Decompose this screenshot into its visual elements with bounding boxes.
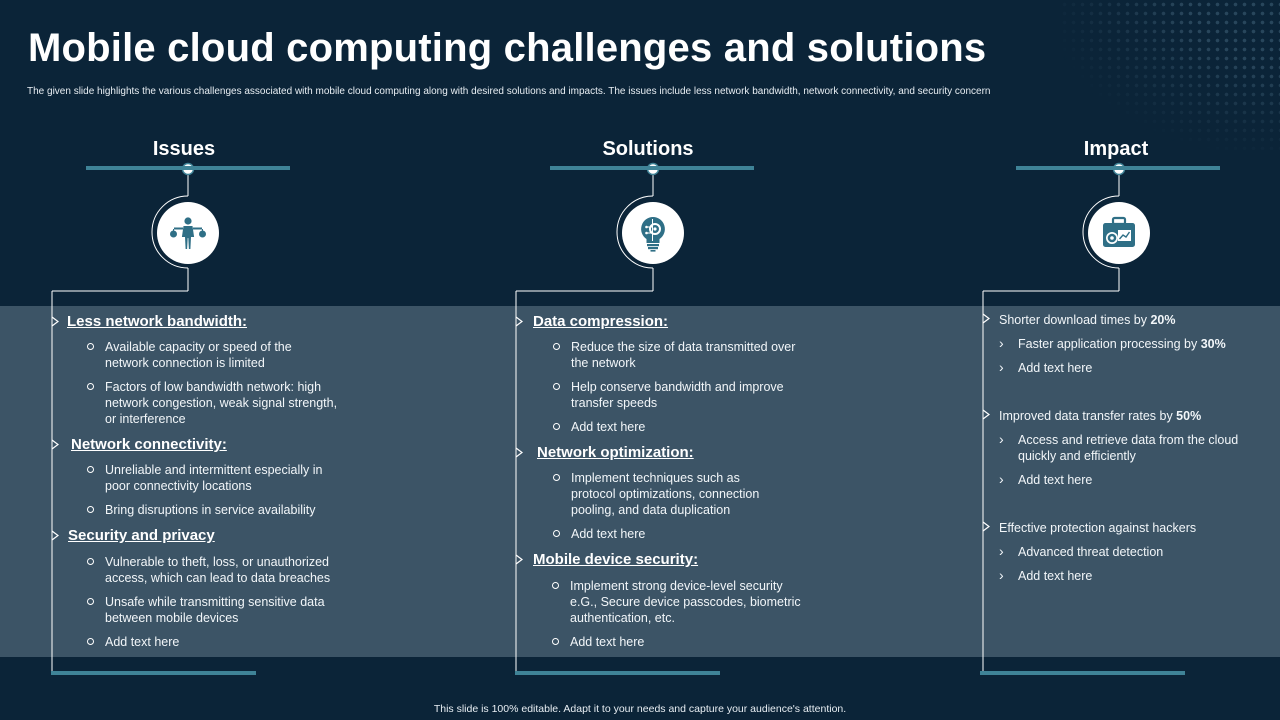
solutions-section-3-item-2: Add text here: [552, 634, 800, 650]
impact-section-1-value: 20%: [1150, 313, 1176, 327]
solutions-section-3-title: Mobile device security:: [533, 551, 699, 568]
issues-section-2-title: Network connectivity:: [71, 436, 227, 453]
issues-section-3-item-2: Unsafe while transmitting sensitive data…: [87, 594, 350, 626]
solutions-section-2-item-1: Implement techniques such as protocol op…: [553, 470, 786, 518]
solutions-section-3-item-1: Implement strong device-level security e…: [552, 578, 810, 626]
impact-section-1-item-1: Faster application processing by 30%: [999, 335, 1268, 352]
solutions-section-1-marker-icon: [515, 316, 523, 327]
impact-heading-bar: [1016, 166, 1220, 170]
person-balance-icon: [157, 202, 219, 264]
page-title: Mobile cloud computing challenges and so…: [28, 26, 987, 70]
issues-heading-bar: [86, 166, 290, 170]
issues-section-2-item-2: Bring disruptions in service availabilit…: [87, 502, 345, 518]
impact-bottom-bar: [980, 671, 1185, 675]
issues-section-1-item-2: Factors of low bandwidth network: high n…: [87, 379, 345, 427]
impact-section-2-item-2: Add text here: [999, 471, 1263, 488]
solutions-section-2-item-2: Add text here: [553, 526, 786, 542]
issues-heading: Issues: [152, 138, 216, 160]
briefcase-gear-icon: [1088, 202, 1150, 264]
impact-section-1-marker-icon: [982, 313, 990, 324]
solutions-heading: Solutions: [602, 138, 694, 160]
solutions-heading-bar: [550, 166, 754, 170]
impact-section-2-value: 50%: [1176, 409, 1202, 423]
issues-section-3-item-3: Add text here: [87, 634, 345, 650]
solutions-section-1-title: Data compression:: [533, 313, 669, 330]
footer-note: This slide is 100% editable. Adapt it to…: [433, 703, 847, 715]
issues-section-2-item-1: Unreliable and intermittent especially i…: [87, 462, 345, 494]
impact-section-3-text: Effective protection against hackers: [999, 521, 1197, 535]
solutions-section-2-marker-icon: [515, 447, 523, 458]
impact-section-2-marker-icon: [982, 409, 990, 420]
solutions-section-2-title: Network optimization:: [537, 444, 694, 461]
impact-section-2-item-1: Access and retrieve data from the cloud …: [999, 431, 1263, 464]
issues-bottom-bar: [51, 671, 256, 675]
solutions-bottom-bar: [515, 671, 720, 675]
issues-section-1-item-1: Available capacity or speed of the netwo…: [87, 339, 335, 371]
solutions-section-1-item-1: Reduce the size of data transmitted over…: [553, 339, 801, 371]
issues-section-3-item-1: Vulnerable to theft, loss, or unauthoriz…: [87, 554, 350, 586]
impact-section-1-item-2: Add text here: [999, 359, 1268, 376]
solutions-section-3-marker-icon: [515, 554, 523, 565]
impact-section-1-text: Shorter download times by 20%: [999, 313, 1176, 327]
issues-section-3-marker-icon: [51, 530, 59, 541]
issues-section-1-title: Less network bandwidth:: [67, 313, 248, 330]
page-subtitle: The given slide highlights the various c…: [27, 86, 991, 97]
solutions-section-1-item-2: Help conserve bandwidth and improve tran…: [553, 379, 806, 411]
issues-section-2-marker-icon: [51, 439, 59, 450]
impact-section-3-marker-icon: [982, 521, 990, 532]
impact-section-1-item-1-value: 30%: [1200, 337, 1226, 351]
impact-section-2-text: Improved data transfer rates by 50%: [999, 409, 1202, 423]
impact-section-3-item-1: Advanced threat detection: [999, 543, 1263, 560]
solutions-section-1-item-3: Add text here: [553, 419, 801, 435]
impact-section-3-item-2: Add text here: [999, 567, 1263, 584]
dot-pattern-decoration: [1060, 0, 1280, 150]
impact-heading: Impact: [1083, 138, 1149, 160]
issues-section-3-title: Security and privacy: [68, 527, 215, 544]
issues-section-1-marker-icon: [51, 316, 59, 327]
lightbulb-gear-icon: [622, 202, 684, 264]
